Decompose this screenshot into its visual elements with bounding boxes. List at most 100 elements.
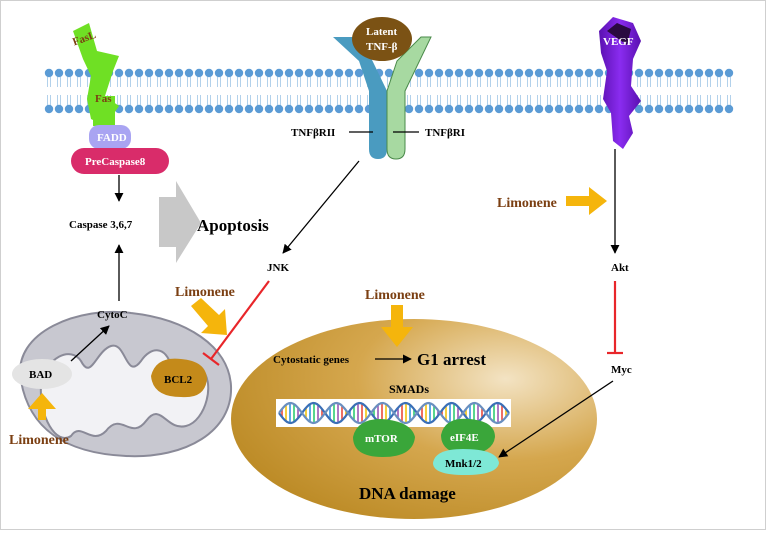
phospholipid-head xyxy=(304,104,314,114)
phospholipid-head xyxy=(264,68,274,78)
limonene-arrow-vegf xyxy=(566,187,607,215)
phospholipid-head xyxy=(294,104,304,114)
phospholipid-head xyxy=(314,104,324,114)
phospholipid-head xyxy=(694,104,704,114)
bcl2-label: BCL2 xyxy=(164,374,193,386)
phospholipid-head xyxy=(214,104,224,114)
phospholipid-head xyxy=(684,68,694,78)
phospholipid-head xyxy=(444,68,454,78)
arrow-bad-to-cytoc xyxy=(70,325,110,362)
mnk-shape xyxy=(433,449,499,475)
phospholipid-head xyxy=(664,104,674,114)
phospholipid-head xyxy=(644,104,654,114)
phospholipid-head xyxy=(524,68,534,78)
phospholipid-head xyxy=(524,104,534,114)
phospholipid-head xyxy=(274,104,284,114)
phospholipid-head xyxy=(54,104,64,114)
cytostatic-label: Cytostatic genes xyxy=(273,354,350,366)
precaspase8-label: PreCaspase8 xyxy=(85,156,146,168)
phospholipid-head xyxy=(584,68,594,78)
phospholipid-head xyxy=(124,68,134,78)
phospholipid-head xyxy=(414,104,424,114)
fas-receptor xyxy=(73,23,119,126)
phospholipid-head xyxy=(594,104,604,114)
phospholipid-head xyxy=(204,68,214,78)
phospholipid-head xyxy=(544,104,554,114)
phospholipid-head xyxy=(194,104,204,114)
apoptosis-label: Apoptosis xyxy=(197,216,269,235)
phospholipid-head xyxy=(54,68,64,78)
phospholipid-head xyxy=(564,104,574,114)
phospholipid-head xyxy=(674,68,684,78)
phospholipid-head xyxy=(574,68,584,78)
fadd-shape xyxy=(89,125,131,149)
latent-label-2: TNF-β xyxy=(366,41,398,53)
limonene-label-nucleus: Limonene xyxy=(365,288,425,303)
phospholipid-head xyxy=(144,68,154,78)
phospholipid-head xyxy=(254,104,264,114)
phospholipid-head xyxy=(154,104,164,114)
limonene-arrow-bad xyxy=(28,393,56,420)
bad-label: BAD xyxy=(29,369,52,381)
phospholipid-head xyxy=(714,104,724,114)
phospholipid-head xyxy=(144,104,154,114)
phospholipid-head xyxy=(534,68,544,78)
phospholipid-head xyxy=(114,68,124,78)
phospholipid-head xyxy=(344,68,354,78)
arrow-myc-to-eif4e xyxy=(498,380,614,458)
arrow-tnf-to-jnk xyxy=(282,160,360,254)
phospholipid-head xyxy=(454,68,464,78)
smads-label: SMADs xyxy=(389,382,429,396)
myc-label: Myc xyxy=(611,364,632,376)
phospholipid-head xyxy=(714,68,724,78)
phospholipid-head xyxy=(204,104,214,114)
phospholipid-head xyxy=(704,104,714,114)
vegf-receptor xyxy=(599,17,641,149)
phospholipid-head xyxy=(644,68,654,78)
bcl2-shape xyxy=(151,358,207,398)
phospholipid-head xyxy=(324,104,334,114)
limonene-label-jnk: Limonene xyxy=(175,285,235,300)
eif4e-shape xyxy=(441,418,495,455)
phospholipid-head xyxy=(164,68,174,78)
phospholipid-head xyxy=(384,68,394,78)
phospholipid-head xyxy=(74,104,84,114)
vegf-label: VEGF xyxy=(603,36,634,48)
phospholipid-head xyxy=(584,104,594,114)
phospholipid-head xyxy=(694,68,704,78)
akt-label: Akt xyxy=(611,262,629,274)
phospholipid-head xyxy=(654,104,664,114)
phospholipid-head xyxy=(234,68,244,78)
phospholipid-head xyxy=(244,68,254,78)
phospholipid-head xyxy=(494,104,504,114)
jnk-label: JNK xyxy=(267,262,289,274)
mtor-shape xyxy=(353,419,415,457)
tnfbri-label: TNFβRI xyxy=(425,127,465,139)
bad-shape xyxy=(12,359,72,389)
phospholipid-head xyxy=(724,104,734,114)
phospholipid-head xyxy=(564,68,574,78)
phospholipid-head xyxy=(554,68,564,78)
phospholipid-head xyxy=(704,68,714,78)
phospholipid-head xyxy=(634,104,644,114)
phospholipid-head xyxy=(444,104,454,114)
fas-label: Fas xyxy=(95,93,112,105)
phospholipid-head xyxy=(64,68,74,78)
apoptosis-arrow xyxy=(159,181,201,263)
phospholipid-head xyxy=(514,68,524,78)
phospholipid-head xyxy=(684,104,694,114)
mtor-label: mTOR xyxy=(365,433,399,445)
phospholipid-head xyxy=(414,68,424,78)
phospholipid-head xyxy=(594,68,604,78)
limonene-label-vegf: Limonene xyxy=(497,196,557,211)
phospholipid-head xyxy=(154,68,164,78)
phospholipid-head xyxy=(534,104,544,114)
phospholipid-head xyxy=(344,104,354,114)
phospholipid-head xyxy=(184,68,194,78)
phospholipid-head xyxy=(224,68,234,78)
phospholipid-head xyxy=(64,104,74,114)
phospholipid-head xyxy=(354,104,364,114)
limonene-arrow-bcl2 xyxy=(191,298,227,335)
